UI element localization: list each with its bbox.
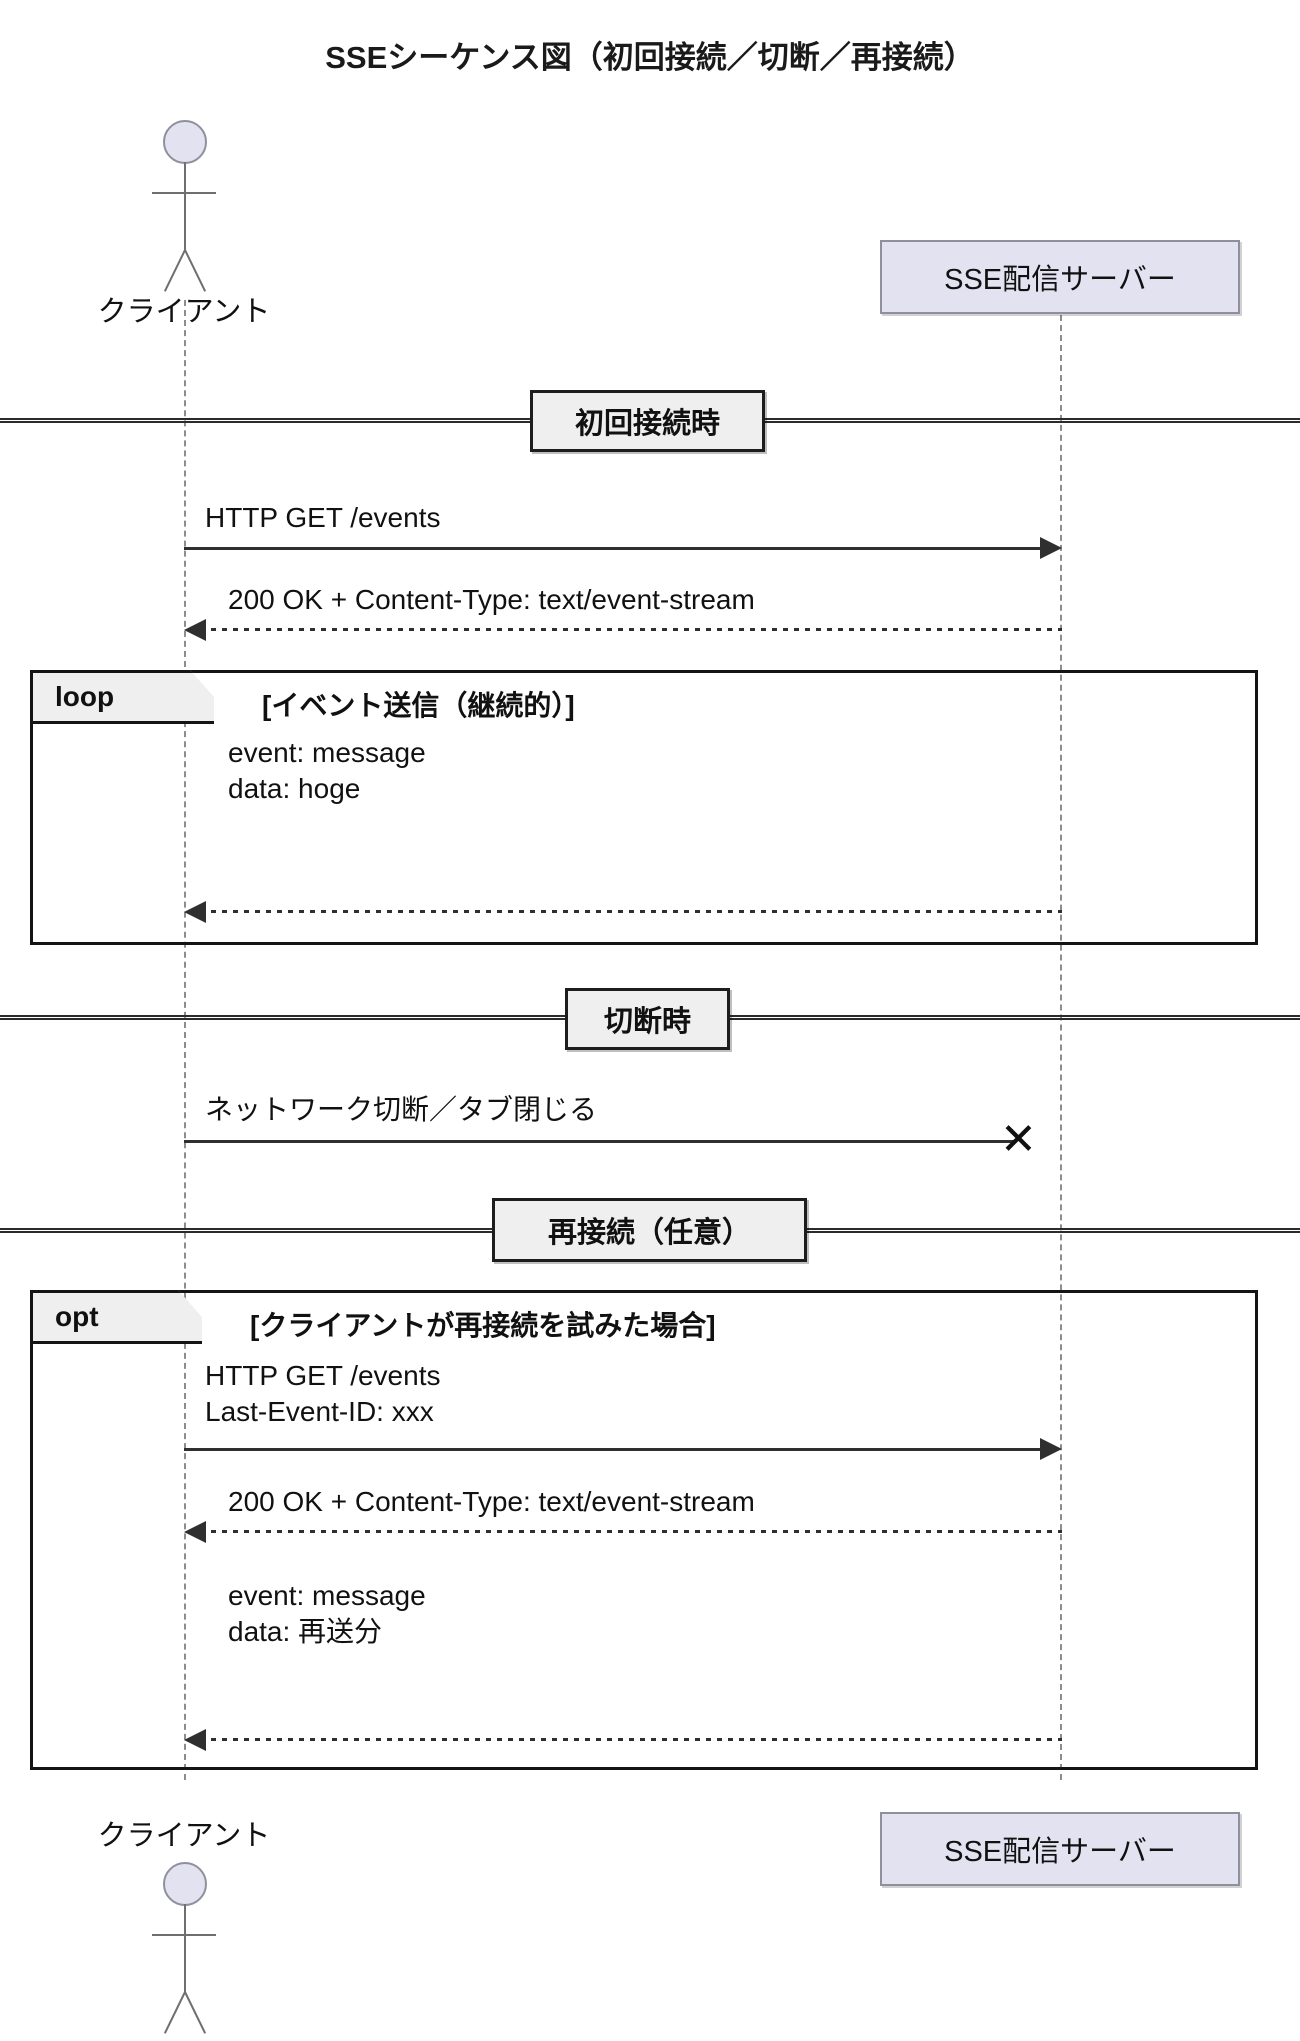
actor-head-icon <box>163 120 207 164</box>
actor-leg-right-icon <box>184 1991 207 2034</box>
message-line-m5 <box>184 1448 1046 1451</box>
message-line-m7 <box>200 1738 1062 1741</box>
message-line-m3 <box>200 910 1062 913</box>
message-label-m3: event: message data: hoge <box>228 737 426 804</box>
actor-leg-right-icon <box>184 249 207 292</box>
message-line-m6 <box>200 1530 1062 1533</box>
lost-message-x-icon: ✕ <box>1000 1115 1037 1164</box>
message-label-m1: HTTP GET /events <box>205 502 441 533</box>
message-line-m2 <box>200 628 1062 631</box>
fragment-operator-loop: loop <box>30 670 214 724</box>
message-label-m5: HTTP GET /events Last-Event-ID: xxx <box>205 1360 441 1427</box>
participant-box-server-top[interactable]: SSE配信サーバー <box>880 240 1240 314</box>
lifeline-client <box>184 300 186 1780</box>
actor-leg-left-icon <box>163 1991 186 2034</box>
message-arrowhead-m6 <box>184 1521 206 1543</box>
message-label-m2: 200 OK + Content-Type: text/event-stream <box>228 584 755 615</box>
fragment-opt-reconnect <box>30 1290 1258 1770</box>
message-arrowhead-m1 <box>1040 537 1062 559</box>
participant-label-client-bottom: クライアント <box>97 1820 271 1852</box>
actor-head-icon <box>163 1862 207 1906</box>
actor-arms-icon <box>152 192 216 194</box>
message-arrowhead-m3 <box>184 901 206 923</box>
message-arrowhead-m5 <box>1040 1438 1062 1460</box>
diagram-title: SSEシーケンス図（初回接続／切断／再接続） <box>325 40 975 75</box>
divider-label-box: 再接続（任意） <box>492 1198 807 1262</box>
actor-body-icon <box>184 162 186 252</box>
fragment-condition-opt: [クライアントが再接続を試みた場合] <box>250 1310 716 1341</box>
fragment-loop-events <box>30 670 1258 945</box>
divider-label-box: 初回接続時 <box>530 390 765 452</box>
actor-body-icon <box>184 1904 186 1994</box>
fragment-condition-loop: [イベント送信（継続的）] <box>262 690 575 721</box>
participant-label-client-top: クライアント <box>97 296 271 328</box>
message-line-m1 <box>184 547 1046 550</box>
message-label-m7: event: message data: 再送分 <box>228 1580 426 1647</box>
message-arrowhead-m2 <box>184 619 206 641</box>
actor-leg-left-icon <box>163 249 186 292</box>
message-label-m4: ネットワーク切断／タブ閉じる <box>205 1094 598 1125</box>
participant-box-server-bottom[interactable]: SSE配信サーバー <box>880 1812 1240 1886</box>
divider-label-box: 切断時 <box>565 988 730 1050</box>
fragment-operator-opt: opt <box>30 1290 202 1344</box>
lifeline-server <box>1060 315 1062 1780</box>
message-arrowhead-m7 <box>184 1729 206 1751</box>
message-label-m6: 200 OK + Content-Type: text/event-stream <box>228 1486 755 1517</box>
actor-arms-icon <box>152 1934 216 1936</box>
message-line-m4 <box>184 1140 1014 1143</box>
